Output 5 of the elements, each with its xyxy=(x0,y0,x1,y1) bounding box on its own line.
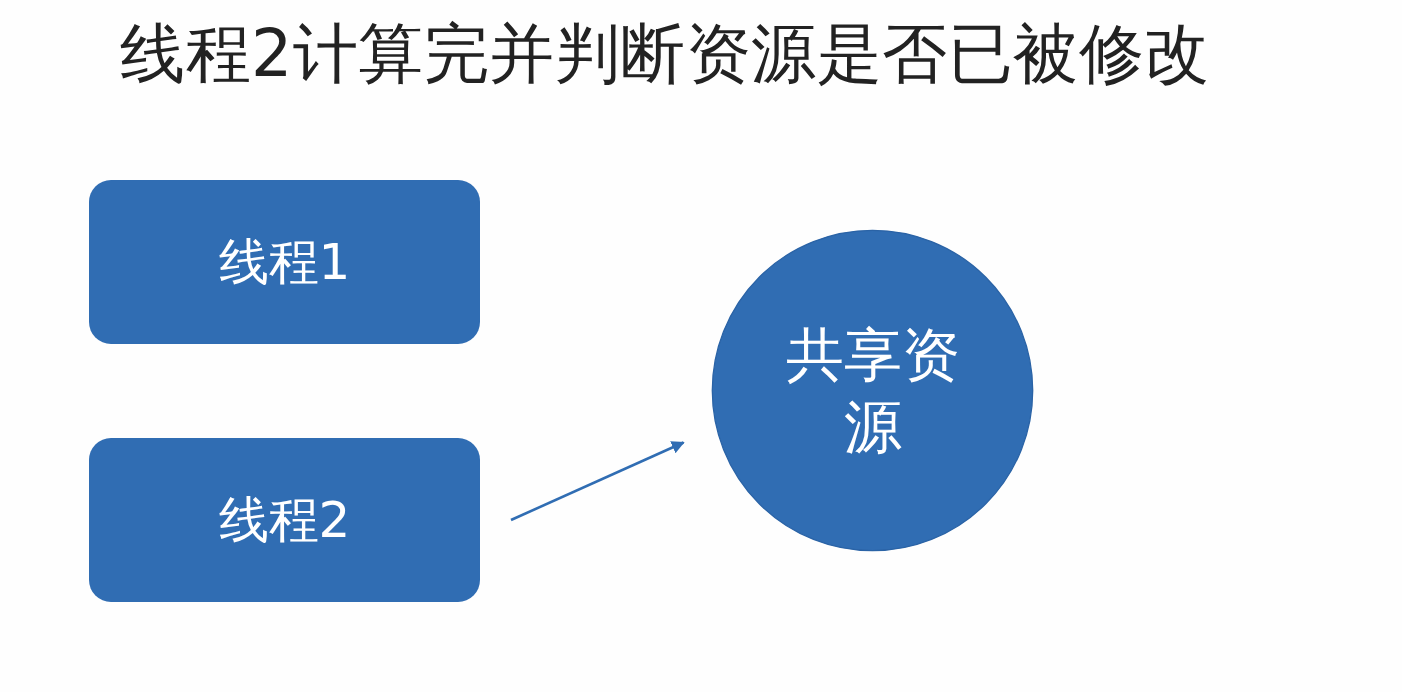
thread-box: 线程1 xyxy=(89,180,480,344)
thread-box: 线程2 xyxy=(89,438,480,602)
arrow xyxy=(510,441,685,522)
title: 线程2计算完并判断资源是否已被修改 xyxy=(120,15,1210,93)
resource-circle: 共享资源 xyxy=(711,229,1034,552)
